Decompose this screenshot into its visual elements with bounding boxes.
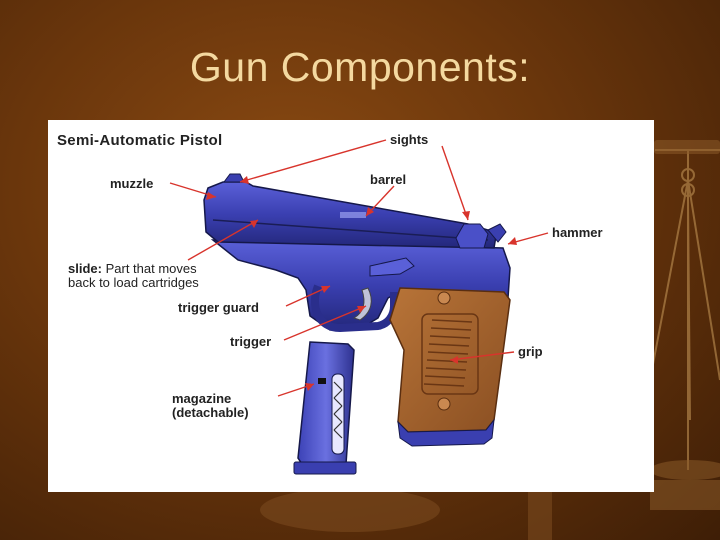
pistol-diagram: Semi-Automatic Pistol sights barrel muzz… bbox=[48, 120, 654, 492]
slide-title: Gun Components: bbox=[0, 44, 720, 91]
label-slide: slide: Part that moves back to load cart… bbox=[68, 262, 199, 290]
label-muzzle: muzzle bbox=[110, 177, 153, 191]
label-slide-desc-2: back to load cartridges bbox=[68, 275, 199, 290]
label-trigger-guard: trigger guard bbox=[178, 301, 259, 315]
label-grip: grip bbox=[518, 345, 543, 359]
magazine-shape bbox=[294, 342, 356, 474]
label-magazine: magazine (detachable) bbox=[172, 392, 249, 420]
label-barrel: barrel bbox=[370, 173, 406, 187]
label-sights: sights bbox=[390, 133, 428, 147]
label-magazine-2: (detachable) bbox=[172, 405, 249, 420]
label-trigger: trigger bbox=[230, 335, 271, 349]
label-slide-term: slide: bbox=[68, 261, 102, 276]
label-hammer: hammer bbox=[552, 226, 603, 240]
label-magazine-1: magazine bbox=[172, 391, 231, 406]
label-slide-desc-1: Part that moves bbox=[106, 261, 197, 276]
diagram-title: Semi-Automatic Pistol bbox=[57, 132, 223, 149]
